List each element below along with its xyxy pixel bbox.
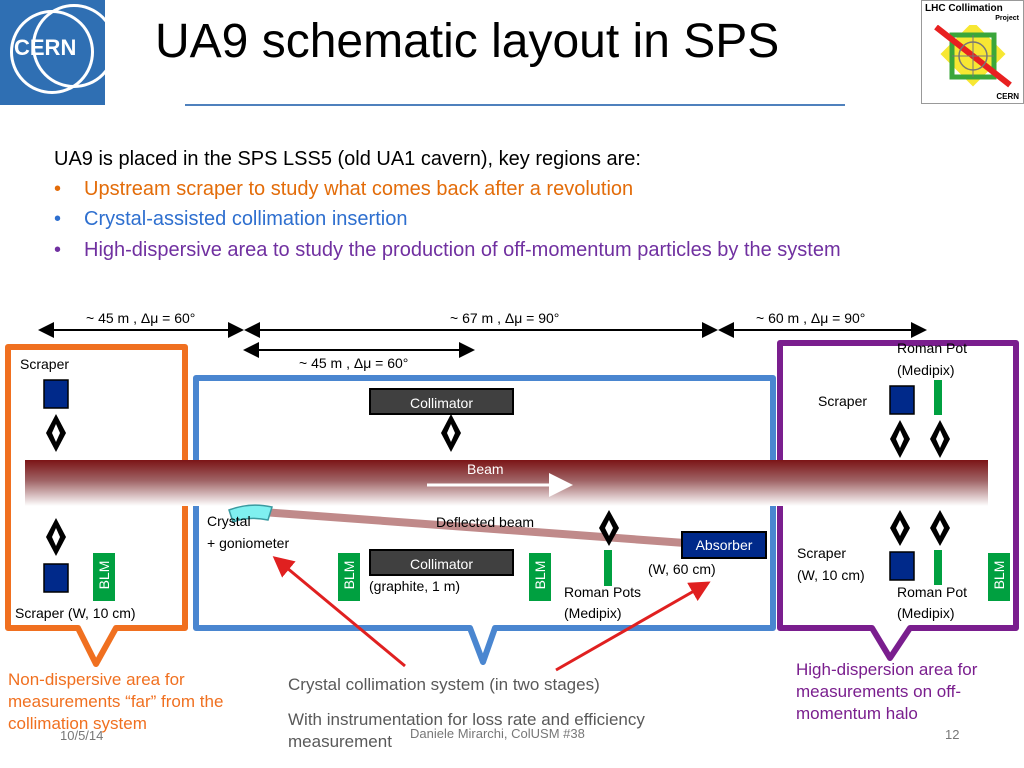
slide-title: UA9 schematic layout in SPS	[155, 15, 780, 68]
caption-highdispersion: High-dispersion area for measurements on…	[796, 660, 978, 723]
blm-label-2: BLM	[341, 560, 357, 590]
blm-label-1: BLM	[96, 560, 112, 590]
roman-pot-right-bottom	[934, 550, 942, 585]
title-underline	[185, 104, 845, 106]
distance-label-3: ~ 60 m , Δμ = 90°	[756, 310, 866, 326]
lhc-collimation-logo: LHC Collimation Project CERN	[921, 0, 1024, 104]
scraper-left-top	[43, 379, 69, 409]
scraper-right-bottom	[889, 551, 915, 581]
bullet-dot: •	[54, 239, 62, 261]
beam-label: Beam	[467, 461, 504, 477]
collimator-bottom: Collimator	[369, 549, 514, 576]
bullet-high-dispersive: • High-dispersive area to study the produ…	[54, 235, 841, 265]
bullet-upstream-scraper: • Upstream scraper to study what comes ba…	[54, 174, 633, 204]
lhc-logo-cern: CERN	[996, 92, 1019, 101]
caption-crystal-system: Crystal collimation system (in two stage…	[288, 675, 600, 694]
lhc-logo-project: Project	[995, 15, 1019, 22]
bullet-crystal-insertion: • Crystal-assisted collimation insertion	[54, 204, 407, 234]
blm-bar-1	[93, 553, 115, 601]
blm-label-4: BLM	[991, 560, 1007, 590]
roman-pot-mid	[604, 550, 612, 586]
intro-text: UA9 is placed in the SPS LSS5 (old UA1 c…	[54, 148, 641, 170]
roman-pot-right-top-label-2: (Medipix)	[897, 362, 955, 378]
roman-pot-right-bottom-label-1: Roman Pot	[897, 584, 968, 600]
caption-nondispersive: Non-dispersive area for measurements “fa…	[8, 670, 224, 733]
bullet-text: Upstream scraper to study what comes bac…	[84, 178, 634, 200]
goniometer-label: + goniometer	[207, 535, 290, 551]
crystal-icon	[228, 504, 273, 523]
roman-pots-mid-label-2: (Medipix)	[564, 605, 622, 621]
scraper-right-top-label: Scraper	[818, 393, 868, 409]
deflected-beam-line	[261, 508, 686, 547]
distance-label-2: ~ 67 m , Δμ = 90°	[450, 310, 560, 326]
bullet-dot: •	[54, 208, 62, 230]
bullet-text: High-dispersive area to study the produc…	[84, 239, 841, 261]
scraper-left-bottom	[43, 563, 69, 593]
distance-label-1: ~ 45 m , Δμ = 60°	[86, 310, 196, 326]
scraper-right-bottom-label-1: Scraper	[797, 545, 847, 561]
cern-logo-text: CERN	[14, 35, 77, 60]
scraper-left-top-label: Scraper	[20, 356, 70, 372]
scraper-right-bottom-label-2: (W, 10 cm)	[797, 567, 865, 583]
region-nondispersive-box	[5, 344, 188, 667]
caption-instrumentation: With instrumentation for loss rate and e…	[288, 710, 645, 751]
roman-pots-mid-label-1: Roman Pots	[564, 584, 642, 600]
pointer-arrow-crystal	[272, 556, 406, 668]
blm-bar-4	[988, 553, 1010, 601]
bullet-dot: •	[54, 178, 62, 200]
blm-label-3: BLM	[532, 560, 548, 590]
footer-page-number: 12	[945, 727, 960, 742]
scraper-left-bottom-label: Scraper (W, 10 cm)	[15, 605, 136, 621]
crystal-label: Crystal	[207, 513, 251, 529]
blm-bar-2	[338, 553, 360, 601]
collimator-top: Collimator	[369, 388, 514, 415]
graphite-label: (graphite, 1 m)	[369, 578, 461, 594]
lhc-logo-title: LHC Collimation	[925, 3, 1003, 14]
roman-pot-right-bottom-label-2: (Medipix)	[897, 605, 955, 621]
scraper-right-top	[889, 385, 915, 415]
cern-logo: CERN	[0, 0, 116, 105]
region-highdispersion-box	[777, 340, 1019, 661]
pointer-arrow-absorber	[555, 581, 711, 672]
footer-date: 10/5/14	[60, 728, 104, 743]
deflected-beam-label: Deflected beam	[436, 514, 535, 530]
roman-pot-right-top	[934, 380, 942, 415]
footer-author: Daniele Mirarchi, ColUSM #38	[410, 726, 585, 741]
absorber-spec-label: (W, 60 cm)	[648, 561, 716, 577]
region-crystal-box	[193, 375, 776, 665]
blm-bar-3	[529, 553, 551, 601]
absorber-box: Absorber	[681, 531, 767, 559]
roman-pot-right-top-label-1: Roman Pot	[897, 340, 968, 356]
beam-pipe	[25, 460, 988, 506]
distance-label-4: ~ 45 m , Δμ = 60°	[299, 355, 409, 371]
bullet-text: Crystal-assisted collimation insertion	[84, 208, 408, 230]
